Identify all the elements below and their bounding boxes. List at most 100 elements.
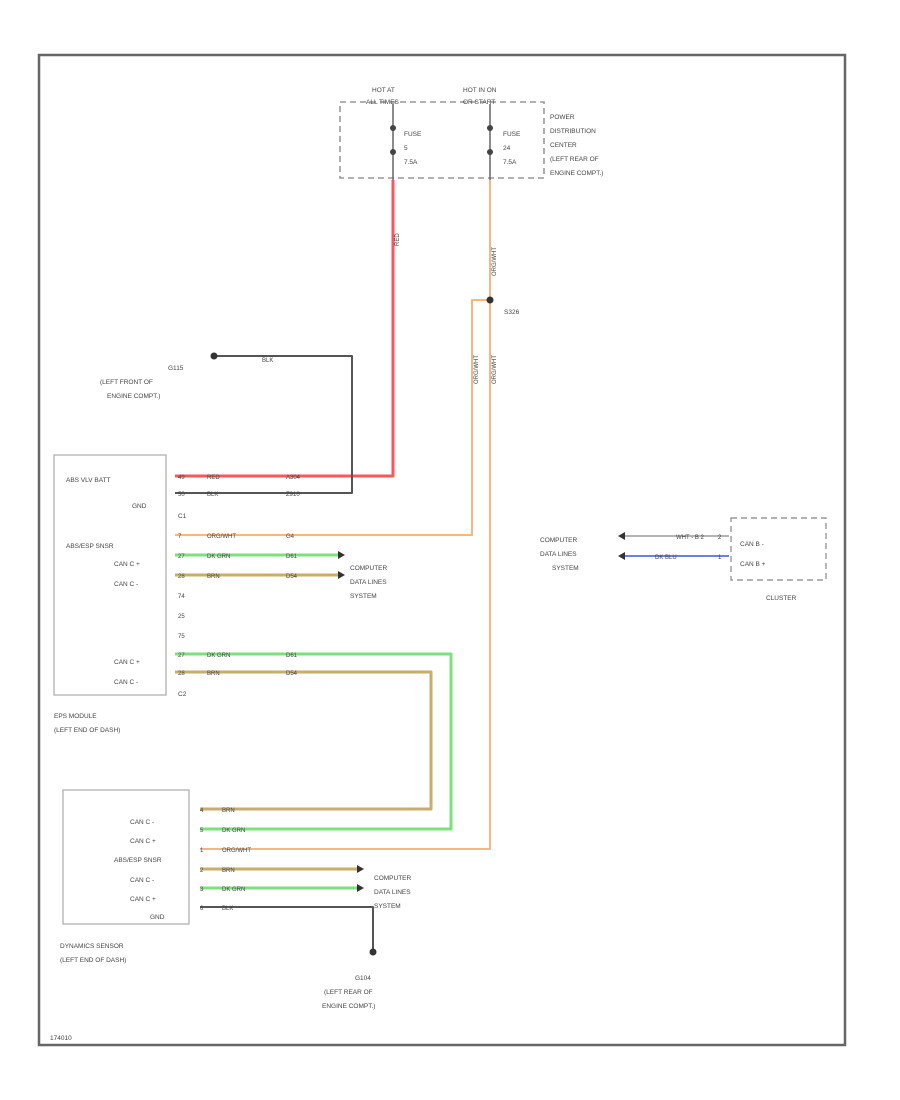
wire-label-eps-red: RED: [207, 475, 220, 481]
cdl-dyn-1: COMPUTER: [374, 875, 412, 882]
wire-label-eps-blk: BLK: [207, 492, 218, 498]
pdc-box: [339, 101, 545, 179]
eps-pin: 25: [178, 614, 185, 620]
power-distribution-center: HOT AT ALL TIMES HOT IN ON OR START FUSE…: [339, 87, 603, 180]
ground-g104-dot: [369, 948, 377, 956]
eps-label-abs: ABS/ESP SNSR: [66, 543, 114, 550]
ground-g115-loc-2: ENGINE COMPT.): [107, 393, 160, 400]
dyn-sensor-box: [62, 789, 190, 925]
wire-label-red-vertical: RED: [395, 233, 401, 246]
eps-label-canc-plus2: CAN C +: [114, 659, 140, 666]
diagram-frame: [37, 53, 847, 1047]
wire-label-eps-red-code: A304: [286, 475, 301, 481]
dyn-pin: 5: [200, 828, 204, 834]
eps-label-canc-minus: CAN C -: [114, 581, 138, 588]
wire-label-dyn-blk: BLK: [222, 906, 233, 912]
eps-connector-c1: C1: [178, 513, 187, 520]
wire-label-eps-grn: DK GRN: [207, 554, 230, 560]
pin-cluster-bottom: 1: [718, 555, 722, 561]
wire-label-dyn-grn: DK GRN: [222, 828, 245, 834]
pdc-hot-right-1: HOT IN ON: [463, 87, 497, 94]
arrow-left-icon: [618, 552, 625, 560]
wire-label-eps-tan2-code: D54: [286, 671, 298, 677]
eps-pin: 7: [178, 534, 182, 540]
eps-module-name-1: EPS MODULE: [54, 713, 97, 720]
cluster-line-2: CAN B +: [740, 561, 766, 568]
dyn-pin: 2: [200, 868, 204, 874]
eps-pin: 49: [178, 475, 185, 481]
wire-label-g115: BLK: [262, 358, 273, 364]
wire-red: [175, 180, 395, 478]
wire-label-eps-tan: BRN: [207, 574, 220, 580]
ground-g115-loc-1: (LEFT FRONT OF: [100, 379, 153, 386]
eps-pin: 74: [178, 594, 185, 600]
ground-g104-loc-1: (LEFT REAR OF: [324, 989, 373, 996]
wire-label-eps-grn2: DK GRN: [207, 653, 230, 659]
pdc-hot-right-2: OR START: [463, 99, 495, 106]
ground-g115-name: G115: [168, 365, 184, 372]
arrow-right-icon: [338, 571, 345, 579]
wire-label-cluster-top: WHT - B 2: [676, 535, 705, 541]
dyn-pin: 3: [200, 887, 204, 893]
eps-label-gnd: GND: [132, 503, 147, 510]
cdl-dyn: COMPUTER DATA LINES SYSTEM: [357, 865, 412, 910]
wire-label-eps-tan-code: D54: [286, 574, 298, 580]
eps-module-box: [53, 454, 167, 696]
wire-orange-dyn: [200, 300, 491, 850]
cdl-eps-2: DATA LINES: [350, 579, 387, 586]
wire-label-dyn-org: ORG/WHT: [222, 848, 251, 854]
wire-tan-eps-c2: [175, 670, 433, 811]
dyn-sensor-name-1: DYNAMICS SENSOR: [60, 943, 124, 950]
wire-label-dyn-grn2: DK GRN: [222, 887, 245, 893]
ground-g104: G104 (LEFT REAR OF ENGINE COMPT.): [322, 948, 377, 1010]
wire-label-splice-right: ORG/WHT: [492, 355, 498, 384]
wire-label-eps-grn-code: D61: [286, 554, 298, 560]
eps-label-canc-minus2: CAN C -: [114, 679, 138, 686]
wire-label-eps-org-code: G4: [286, 534, 295, 540]
pdc-name-1: POWER: [550, 114, 575, 121]
ground-g104-name: G104: [355, 975, 371, 982]
dyn-pin: 4: [200, 808, 204, 814]
ground-g115: G115 (LEFT FRONT OF ENGINE COMPT.): [100, 352, 218, 400]
cdl-dyn-2: DATA LINES: [374, 889, 411, 896]
dyn-pin: 1: [200, 848, 204, 854]
wires: [175, 180, 729, 950]
eps-pin: 75: [178, 634, 185, 640]
cluster: CAN B - CAN B + CLUSTER COMPUTER DATA LI…: [540, 517, 827, 602]
dyn-label-abs: ABS/ESP SNSR: [114, 857, 162, 864]
pdc-name-3: CENTER: [550, 142, 577, 149]
cdl-eps-3: SYSTEM: [350, 593, 377, 600]
dyn-sensor-name-2: (LEFT END OF DASH): [60, 957, 126, 964]
wire-green-eps-c2: [175, 652, 453, 831]
fuse-left-terminal: [390, 149, 396, 155]
wire-label-eps-org: ORG/WHT: [207, 534, 236, 540]
cdl-cluster-3: SYSTEM: [552, 565, 579, 572]
pdc-name-4: (LEFT REAR OF: [550, 156, 599, 163]
pdc-hot-left-2: ALL TIMES: [366, 99, 400, 106]
cluster-box: [730, 517, 827, 581]
wire-label-org-vertical: ORG/WHT: [492, 247, 498, 276]
cdl-cluster-1: COMPUTER: [540, 537, 578, 544]
wire-label-eps-blk-code: Z910: [286, 492, 300, 498]
splice-name: S326: [504, 309, 520, 316]
wire-black-g115: [175, 355, 353, 494]
eps-module: ABS VLV BATT GND ABS/ESP SNSR CAN C + CA…: [53, 454, 187, 734]
eps-connector-c2: C2: [178, 691, 187, 698]
eps-label-batt: ABS VLV BATT: [66, 477, 111, 484]
dyn-pin: 6: [200, 906, 204, 912]
wire-label-dyn-tan: BRN: [222, 808, 235, 814]
ground-g104-loc-2: ENGINE COMPT.): [322, 1003, 375, 1010]
wire-label-dyn-tan2: BRN: [222, 868, 235, 874]
arrow-right-icon: [357, 865, 364, 873]
cdl-eps: COMPUTER DATA LINES SYSTEM: [338, 551, 388, 600]
fuse-right-number: 24: [503, 145, 511, 152]
splice-dot: [486, 296, 494, 304]
wire-black-g104: [200, 906, 374, 950]
eps-module-name-2: (LEFT END OF DASH): [54, 727, 120, 734]
wire-label-eps-tan2: BRN: [207, 671, 220, 677]
pdc-name-2: DISTRIBUTION: [550, 128, 596, 135]
fuse-left-number: 5: [404, 145, 408, 152]
diagram-id: 174010: [50, 1035, 72, 1042]
eps-pin: 50: [178, 492, 185, 498]
wire-orange-eps: [175, 299, 490, 536]
